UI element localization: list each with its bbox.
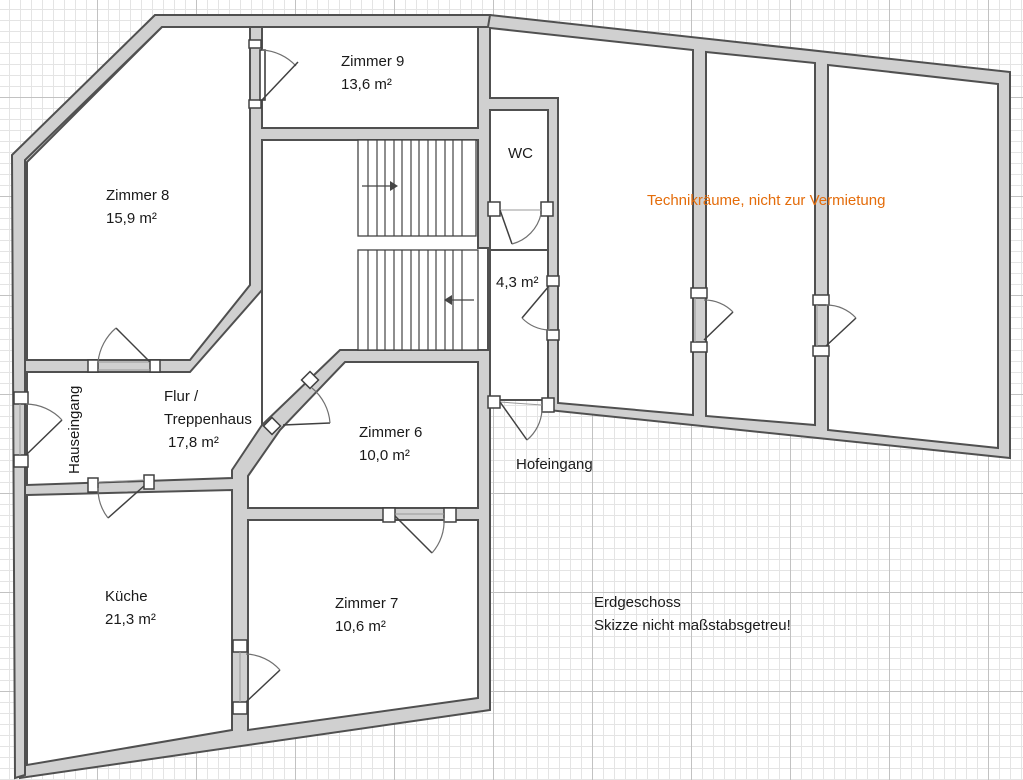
- kueche-name: Küche: [105, 588, 148, 605]
- flur-area: 17,8 m²: [168, 434, 219, 451]
- label-zimmer7: Zimmer 7 10,6 m²: [335, 592, 398, 638]
- label-flur: Flur / Treppenhaus 17,8 m²: [164, 385, 252, 454]
- label-wc: WC: [508, 145, 533, 162]
- door-technik-1[interactable]: [690, 287, 734, 353]
- zimmer8-area: 15,9 m²: [106, 210, 157, 227]
- room-flur: [26, 287, 263, 487]
- flur-name-1: Flur /: [164, 388, 199, 405]
- label-hofeingang: Hofeingang: [516, 456, 593, 473]
- stairs: [357, 139, 479, 351]
- door-zimmer8[interactable]: [87, 327, 161, 373]
- room-zimmer7: [247, 519, 479, 732]
- label-zimmer8: Zimmer 8 15,9 m²: [106, 184, 169, 230]
- zimmer6-area: 10,0 m²: [359, 447, 410, 464]
- zimmer7-area: 10,6 m²: [335, 618, 386, 635]
- door-wc[interactable]: [487, 201, 554, 245]
- door-zimmer9[interactable]: [248, 39, 299, 109]
- plan-notes: Erdgeschoss Skizze nicht maßstabsgetreu!: [594, 591, 791, 637]
- room-interiors: [26, 26, 999, 767]
- door-technik-2[interactable]: [812, 294, 857, 357]
- kueche-area: 21,3 m²: [105, 611, 156, 628]
- room-technik-3: [827, 63, 999, 450]
- zimmer6-name: Zimmer 6: [359, 424, 423, 441]
- door-zimmer7-left[interactable]: [232, 639, 281, 715]
- door-zimmer7-top[interactable]: [382, 507, 457, 554]
- door-hauseingang[interactable]: [13, 391, 63, 468]
- door-zimmer6-diagonal[interactable]: [262, 370, 331, 436]
- doors: [13, 39, 857, 715]
- door-kueche[interactable]: [87, 474, 155, 519]
- room-wc: [489, 109, 549, 251]
- room-technik-1: [489, 26, 694, 417]
- flur-name-2: Treppenhaus: [164, 411, 252, 428]
- note-disclaimer: Skizze nicht maßstabsgetreu!: [594, 617, 791, 634]
- door-small-room[interactable]: [521, 275, 560, 341]
- room-kueche: [26, 488, 233, 767]
- zimmer9-name: Zimmer 9: [341, 53, 405, 70]
- room-technik-2: [705, 50, 816, 427]
- label-zimmer9: Zimmer 9 13,6 m²: [341, 50, 404, 96]
- room-zimmer6: [247, 361, 479, 509]
- room-zimmer8: [26, 26, 251, 361]
- label-technik: Technikräume, nicht zur Vermietung: [647, 192, 886, 209]
- zimmer9-area: 13,6 m²: [341, 76, 392, 93]
- note-floor: Erdgeschoss: [594, 594, 681, 611]
- label-kueche: Küche 21,3 m²: [105, 585, 156, 631]
- zimmer8-name: Zimmer 8: [106, 187, 170, 204]
- label-hauseingang: Hauseingang: [66, 385, 83, 474]
- zimmer7-name: Zimmer 7: [335, 595, 399, 612]
- label-wc-area: 4,3 m²: [496, 274, 539, 291]
- door-hofeingang[interactable]: [487, 395, 555, 441]
- label-zimmer6: Zimmer 6 10,0 m²: [359, 421, 422, 467]
